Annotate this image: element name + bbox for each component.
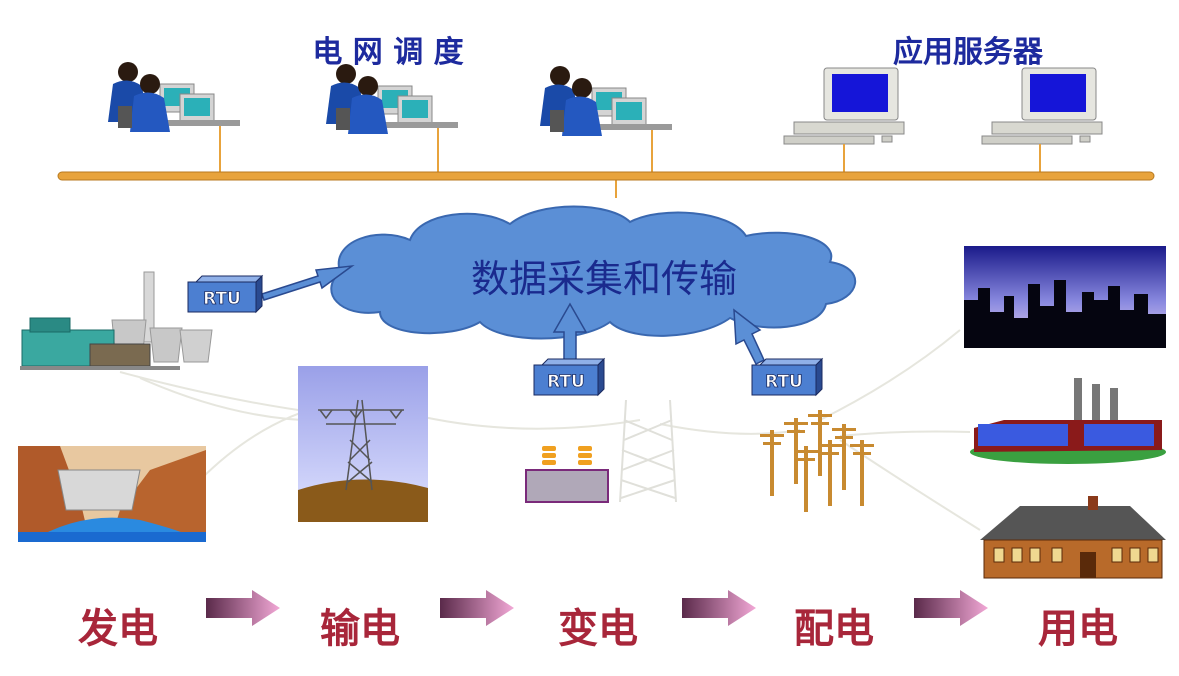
bus-drops xyxy=(219,126,1041,198)
stage-transformation: 变电 xyxy=(558,606,638,652)
rtu-box: RTU xyxy=(533,357,606,397)
factory xyxy=(970,378,1166,464)
stage-transmission: 输电 xyxy=(320,606,400,652)
stage-generation: 发电 xyxy=(78,606,158,652)
flow-arrow xyxy=(914,590,988,626)
rtu-box: RTU xyxy=(187,274,264,314)
power-plant xyxy=(20,271,213,370)
rtu-label: RTU xyxy=(547,372,585,392)
operator-workstation xyxy=(325,63,459,135)
house xyxy=(980,496,1166,579)
data-cloud xyxy=(330,205,857,340)
server-computer xyxy=(783,67,905,145)
flow-arrow xyxy=(440,590,514,626)
stage-consumption: 用电 xyxy=(1038,606,1118,652)
flow-arrow xyxy=(206,590,280,626)
rtu-box: RTU xyxy=(751,357,824,397)
network-bus xyxy=(57,171,1155,181)
server-computer xyxy=(981,67,1103,145)
flow-arrow xyxy=(682,590,756,626)
cloud-label: 数据采集和传输 xyxy=(471,257,737,301)
transmission-tower xyxy=(298,366,428,522)
hydro-dam xyxy=(18,446,206,542)
rtu-label: RTU xyxy=(203,289,241,309)
rtu-arrows xyxy=(261,264,765,366)
operator-workstation xyxy=(107,61,241,133)
server-label: 应用服务器 xyxy=(893,35,1044,70)
operator-workstation xyxy=(539,65,673,137)
stage-flow: 发电 输电 变电 配电 用电 xyxy=(78,590,1118,652)
dispatch-label: 电 网 调 度 xyxy=(312,35,463,70)
city-skyline xyxy=(964,246,1166,348)
rtu-label: RTU xyxy=(765,372,803,392)
substation xyxy=(525,399,677,503)
stage-distribution: 配电 xyxy=(794,606,874,652)
distribution-poles xyxy=(760,410,874,512)
